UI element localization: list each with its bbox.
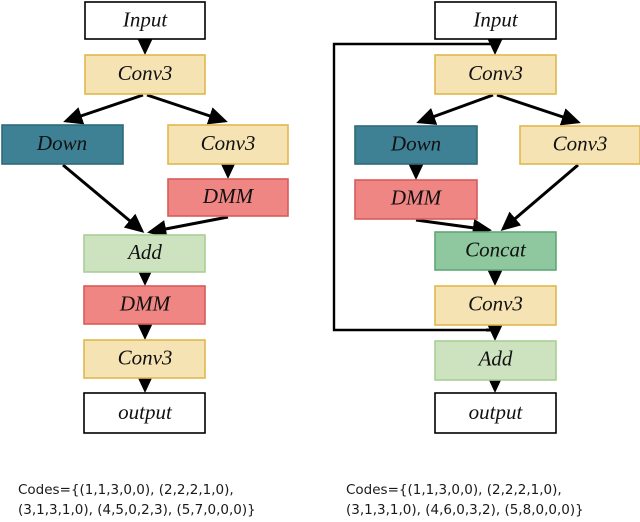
edge-r-conv1-to-conv2 bbox=[496, 93, 581, 126]
left-codes-line2: (3,1,3,1,0), (4,5,0,2,3), (5,7,0,0,0)} bbox=[18, 502, 256, 518]
node-dmm-main[interactable]: DMM bbox=[83, 285, 206, 325]
node-r-input[interactable]: Input bbox=[434, 1, 557, 40]
node-add[interactable]: Add bbox=[83, 234, 206, 273]
edge-skip-connection bbox=[332, 42, 495, 332]
node-conv3-branch[interactable]: Conv3 bbox=[167, 124, 289, 165]
node-output-label: output bbox=[118, 400, 173, 424]
node-conv3-stem-label: Conv3 bbox=[118, 61, 173, 85]
left-panel-nodes: Input Conv3 Down Conv3 DMM Add bbox=[1, 1, 289, 434]
node-r-output-label: output bbox=[469, 400, 524, 424]
edge-down-to-add bbox=[62, 163, 145, 233]
node-dmm-branch-label: DMM bbox=[202, 184, 255, 208]
node-input-label: Input bbox=[122, 7, 168, 31]
node-r-concat-label: Concat bbox=[465, 237, 527, 261]
node-dmm-main-label: DMM bbox=[119, 291, 172, 315]
right-codes-line2: (3,1,3,1,0), (4,6,0,3,2), (5,8,0,0,0)} bbox=[346, 502, 584, 518]
node-r-concat[interactable]: Concat bbox=[434, 231, 557, 271]
node-r-conv3-branch[interactable]: Conv3 bbox=[519, 125, 640, 165]
right-panel-nodes: Input Conv3 Down Conv3 DMM Concat bbox=[354, 1, 640, 434]
left-codes: Codes={(1,1,3,0,0), (2,2,2,1,0), (3,1,3,… bbox=[18, 482, 256, 518]
node-r-dmm-label: DMM bbox=[390, 185, 443, 209]
edge-conv1-to-conv2 bbox=[146, 93, 228, 125]
node-r-conv3-branch-label: Conv3 bbox=[553, 131, 608, 155]
node-r-conv3-tail[interactable]: Conv3 bbox=[434, 285, 557, 326]
node-conv3-tail-label: Conv3 bbox=[118, 345, 173, 369]
node-r-down[interactable]: Down bbox=[354, 125, 478, 165]
node-add-label: Add bbox=[126, 240, 162, 264]
node-output[interactable]: output bbox=[83, 392, 206, 434]
node-down[interactable]: Down bbox=[1, 124, 124, 165]
node-r-conv3-stem[interactable]: Conv3 bbox=[434, 54, 557, 95]
left-panel-edges bbox=[62, 35, 237, 393]
edge-dmm1-to-add bbox=[147, 215, 229, 238]
node-r-add[interactable]: Add bbox=[434, 340, 557, 381]
node-conv3-stem[interactable]: Conv3 bbox=[84, 54, 206, 95]
node-r-conv3-stem-label: Conv3 bbox=[468, 61, 523, 85]
node-r-dmm[interactable]: DMM bbox=[354, 179, 478, 220]
edge-r-conv2-to-concat bbox=[500, 163, 579, 231]
node-r-down-label: Down bbox=[390, 131, 441, 155]
edge-r-conv1-to-down bbox=[416, 93, 494, 125]
node-r-add-label: Add bbox=[477, 346, 513, 370]
edge-conv1-to-down bbox=[63, 93, 144, 125]
right-codes-line1: Codes={(1,1,3,0,0), (2,2,2,1,0), bbox=[346, 482, 562, 498]
node-conv3-branch-label: Conv3 bbox=[201, 131, 256, 155]
node-r-output[interactable]: output bbox=[434, 392, 557, 434]
node-r-conv3-tail-label: Conv3 bbox=[468, 291, 523, 315]
node-down-label: Down bbox=[36, 131, 87, 155]
edge-r-dmm-to-concat bbox=[415, 218, 492, 237]
node-conv3-tail[interactable]: Conv3 bbox=[83, 339, 206, 379]
left-codes-line1: Codes={(1,1,3,0,0), (2,2,2,1,0), bbox=[18, 482, 234, 498]
right-panel-edges bbox=[332, 35, 581, 393]
node-input[interactable]: Input bbox=[84, 1, 206, 40]
right-codes: Codes={(1,1,3,0,0), (2,2,2,1,0), (3,1,3,… bbox=[346, 482, 584, 518]
node-r-input-label: Input bbox=[472, 7, 518, 31]
node-dmm-branch[interactable]: DMM bbox=[167, 178, 289, 217]
